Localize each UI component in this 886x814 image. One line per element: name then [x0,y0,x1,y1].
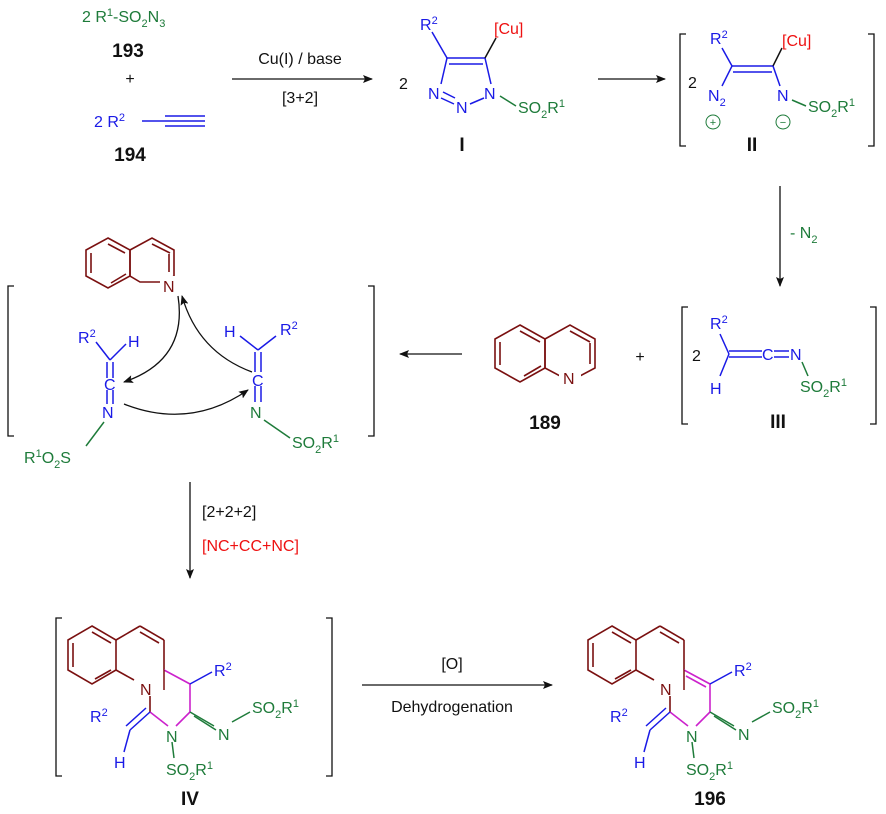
complex-right-c: C [252,373,264,390]
label-II: II [747,135,758,156]
diazo-bonds [721,47,807,107]
bracket-III [681,306,877,425]
bracket-complex [7,285,375,437]
plus-sign-189: + [635,349,644,366]
step3-components: [NC+CC+NC] [202,538,299,555]
iv-r2: R2 [214,661,232,680]
complex-right-sulfonyl: SO2R1 [292,433,339,456]
quinoline-n-mask [559,368,581,386]
triazole-ring [431,31,517,107]
mechanism-curved-arrows [123,295,253,415]
label-I: I [459,135,464,156]
step4-oxidant: [O] [441,656,462,673]
diazo-n-sulfonyl: N [777,88,789,105]
iv-exocyclic-r2: R2 [90,707,108,726]
complex-right-h: H [224,324,236,341]
reagent-194: 2 R2 [94,112,125,131]
compound-number-196: 196 [694,789,726,810]
alkyne-triple-bond [142,115,205,127]
complex-left-n: N [102,405,114,422]
loss-of-nitrogen: - N2 [790,225,817,246]
diazo-r2: R2 [710,29,728,48]
positive-charge-icon [705,114,721,130]
ketenimine-coefficient: 2 [692,348,701,365]
product-exocyclic-r2: R2 [610,707,628,726]
ketenimine-h: H [710,381,722,398]
complex-left-sulfonyl: R1O2S [24,448,71,471]
step1-cycloaddition: [3+2] [282,90,318,107]
compound-number-194: 194 [114,145,146,166]
product-imine-n: N [738,727,750,744]
ketenimine-r2: R2 [710,314,728,333]
complex-right-n: N [250,405,262,422]
complex-left-ketenimine-bonds [85,341,127,447]
diazo-copper: [Cu] [782,33,811,50]
product-amide-sulfonyl: SO2R1 [686,760,733,783]
svg-text:2 R1-SO2N3: 2 R1-SO2N3 [82,7,165,30]
negative-charge-icon [775,114,791,130]
ketenimine-sulfonyl: SO2R1 [800,377,847,400]
product-r2: R2 [734,661,752,680]
iv-imine-n: N [218,727,230,744]
diazo-coefficient: 2 [688,75,697,92]
triazole-r2: R2 [420,15,438,34]
complex-right-ketenimine-bonds [239,335,291,439]
diazo-sulfonyl: SO2R1 [808,97,855,120]
svg-text:2 R2: 2 R2 [94,112,125,131]
triazole-copper: [Cu] [494,21,523,38]
iv-quinoline-part [67,625,165,685]
product-exocyclic-h: H [634,755,646,772]
label-III: III [770,412,786,433]
ketenimine-c: C [762,347,774,364]
ketenimine-n: N [790,347,802,364]
label-IV: IV [181,789,199,810]
diazo-n2: N2 [708,88,726,109]
ketenimine-bonds [719,333,809,377]
triazole-coefficient: 2 [399,76,408,93]
plus-sign: + [125,71,134,88]
complex-left-h: H [128,334,140,351]
step4-process: Dehydrogenation [391,699,513,716]
reagent-193: 2 R1-SO2N3 [82,7,165,30]
product-imine-sulfonyl: SO2R1 [772,698,819,721]
step3-type: [2+2+2] [202,504,256,521]
product-new-ring [669,669,711,727]
bracket-II [679,33,875,147]
complex-qn-mask [160,276,180,294]
triazole-n2: N [456,100,468,117]
triazole-n1: N [484,86,496,103]
step1-conditions: Cu(I) / base [258,51,342,68]
product-amide-n: N [686,729,698,746]
compound-number-193: 193 [112,41,144,62]
iv-exocyclic-h: H [114,755,126,772]
quinoline-n: N [563,371,575,388]
quinoline-189 [494,324,596,383]
iv-new-ring [149,669,191,727]
iv-amide-sulfonyl: SO2R1 [166,760,213,783]
complex-left-r2: R2 [78,328,96,347]
product-substituent-bonds [643,670,771,759]
product-quinoline-part [587,625,685,685]
bracket-IV [55,617,333,777]
iv-imine-sulfonyl: SO2R1 [252,698,299,721]
iv-ring-n: N [140,682,152,699]
positive-charge: + [710,117,716,129]
complex-left-c: C [104,377,116,394]
complex-right-r2: R2 [280,320,298,339]
complex-quinoline-n: N [163,279,175,296]
iv-substituent-bonds [123,670,251,759]
triazole-sulfonyl: SO2R1 [518,98,565,121]
negative-charge: − [780,117,786,129]
compound-number-189: 189 [529,413,561,434]
product-ring-n: N [660,682,672,699]
triazole-n3: N [428,86,440,103]
iv-amide-n: N [166,729,178,746]
